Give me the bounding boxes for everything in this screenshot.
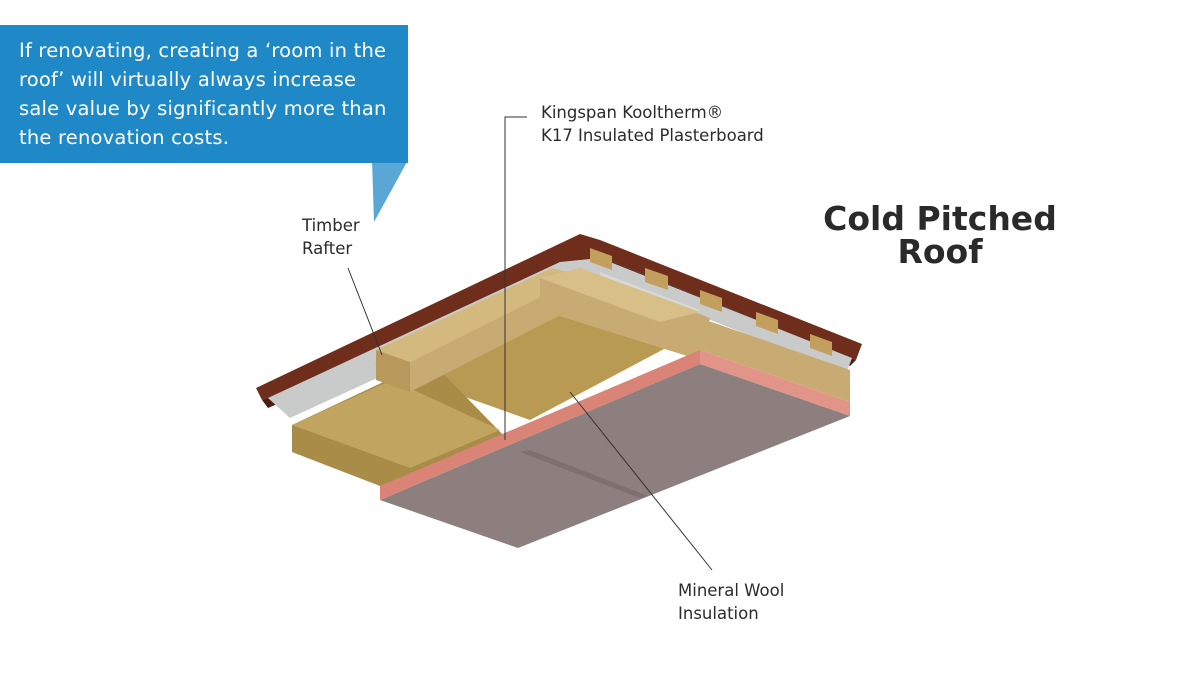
diagram-title: Cold Pitched Roof <box>800 202 1080 268</box>
leader-wool <box>569 391 713 571</box>
battens <box>590 248 832 356</box>
label-rafter-line-1: Timber <box>302 216 360 235</box>
label-mineral-wool: Mineral Wool Insulation <box>678 579 784 625</box>
plasterboard <box>380 364 850 548</box>
label-wool-line-1: Mineral Wool <box>678 581 785 600</box>
timber-rafter-side <box>376 350 410 392</box>
timber-rafter-top <box>376 268 582 362</box>
mineral-wool-right <box>700 318 850 402</box>
label-kingspan-line-1: Kingspan Kooltherm® <box>541 103 724 122</box>
plasterboard-seam <box>520 450 648 498</box>
title-line-2: Roof <box>897 232 983 271</box>
timber-joist-top <box>540 268 700 322</box>
leader-kingspan <box>504 116 527 440</box>
foam-layer-front <box>380 350 700 500</box>
foam-layer-right <box>700 350 850 416</box>
mineral-wool-top <box>292 380 500 468</box>
label-timber-rafter: Timber Rafter <box>302 214 360 260</box>
leader-lines <box>347 116 713 571</box>
callout-tail <box>372 160 408 222</box>
label-kingspan: Kingspan Kooltherm® K17 Insulated Plaste… <box>541 101 764 147</box>
info-callout: If renovating, creating a ‘room in the r… <box>0 25 408 163</box>
callout-text: If renovating, creating a ‘room in the r… <box>19 39 387 149</box>
leader-rafter <box>347 267 383 356</box>
title-line-1: Cold Pitched <box>823 199 1057 238</box>
label-kingspan-line-2: K17 Insulated Plasterboard <box>541 126 764 145</box>
timber-rafter-face <box>410 276 582 392</box>
label-rafter-line-2: Rafter <box>302 239 353 258</box>
label-wool-line-2: Insulation <box>678 604 759 623</box>
